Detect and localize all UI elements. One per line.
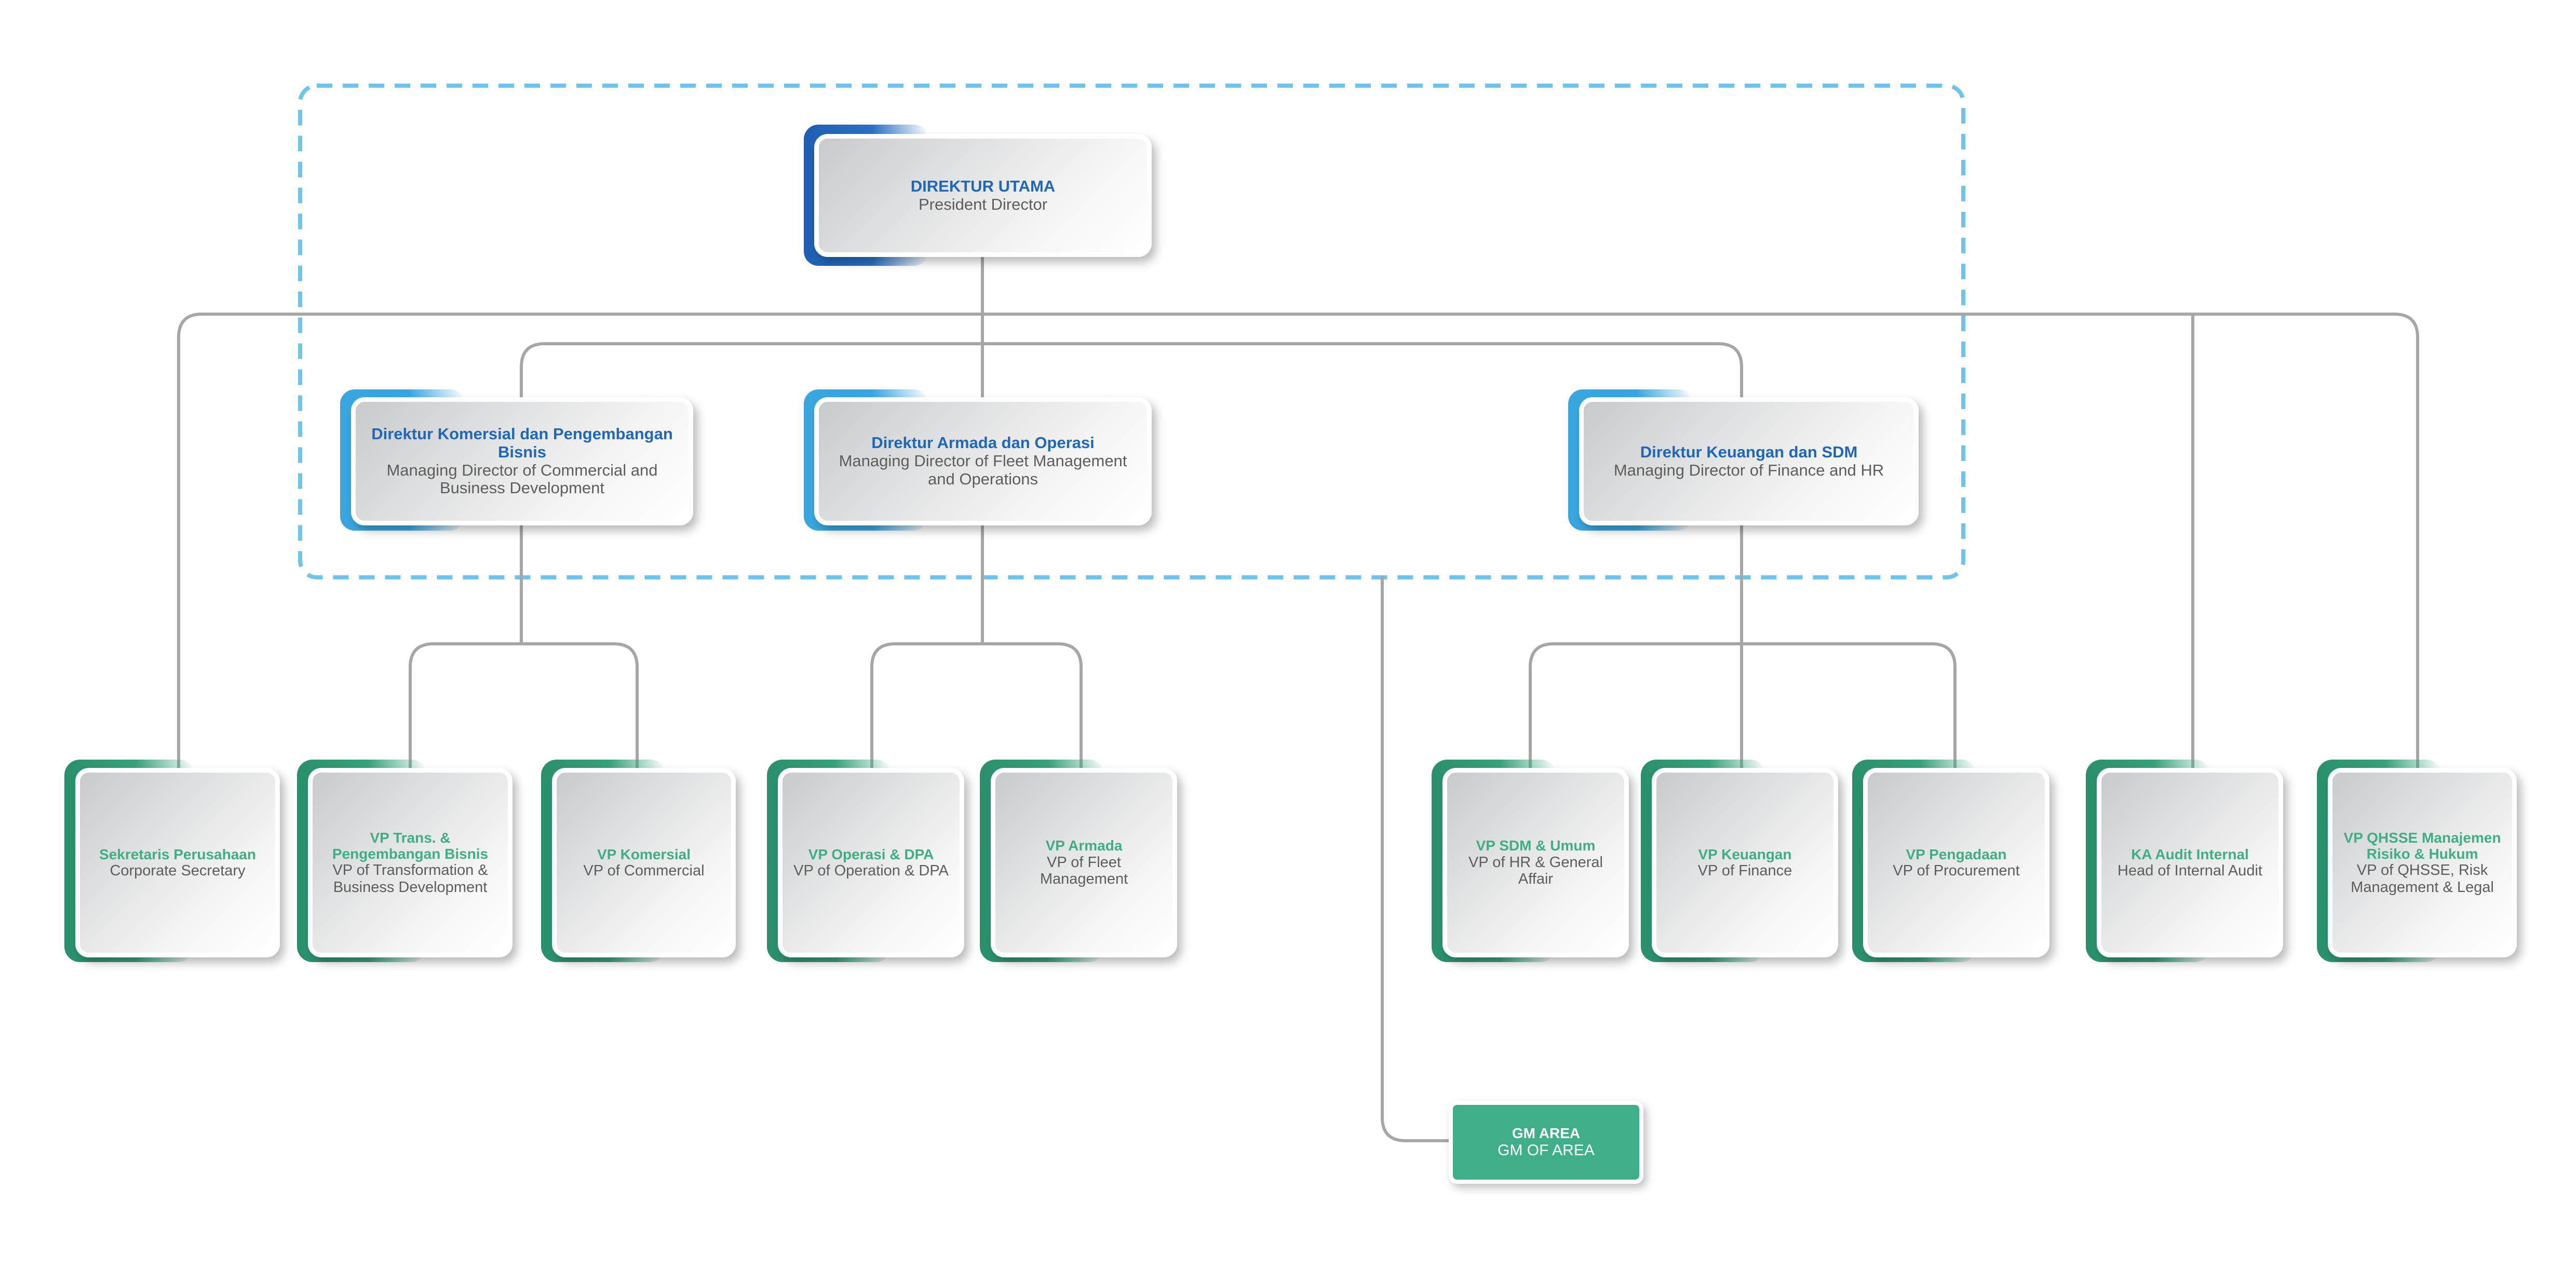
director-finance-title: Direktur Keuangan dan SDM [1640, 442, 1858, 461]
connector-commercial-vps [409, 520, 639, 770]
unit-vp-sdm-subtitle: VP of HR & General Affair [1468, 854, 1603, 888]
president-card: DIREKTUR UTAMA President Director [814, 134, 1152, 257]
unit-vp-komersial-card: VP Komersial VP of Commercial [552, 768, 736, 957]
director-finance-subtitle: Managing Director of Finance and HR [1613, 461, 1884, 479]
board-of-directors-boundary [298, 84, 1965, 579]
director-finance-card: Direktur Keuangan dan SDM Managing Direc… [1579, 397, 1919, 525]
unit-audit-internal-card: KA Audit Internal Head of Internal Audit [2097, 768, 2283, 957]
president-director-node: DIREKTUR UTAMA President Director [804, 125, 1152, 266]
director-commercial-node: Direktur Komersial dan Pengembangan Bisn… [340, 389, 693, 531]
unit-vp-keuangan-card: VP Keuangan VP of Finance [1652, 768, 1838, 957]
unit-audit-internal: KA Audit Internal Head of Internal Audit [2086, 760, 2283, 962]
unit-vp-pengadaan-subtitle: VP of Procurement [1893, 862, 2020, 879]
unit-audit-internal-subtitle: Head of Internal Audit [2118, 862, 2262, 879]
unit-vp-qhsse-subtitle: VP of QHSSE, Risk Management & Legal [2351, 862, 2494, 896]
unit-vp-armada-card: VP Armada VP of Fleet Management [991, 768, 1177, 957]
unit-vp-trans-title: VP Trans. & Pengembangan Bisnis [332, 829, 489, 862]
connector-finance-vps [1529, 520, 1957, 770]
connector-main-bus [177, 313, 2419, 770]
connector-director-bus [520, 342, 1743, 399]
unit-vp-sdm-title: VP SDM & Umum [1476, 837, 1596, 854]
gm-area-node: GM AREA GM OF AREA [1449, 1101, 1643, 1184]
director-commercial-card: Direktur Komersial dan Pengembangan Bisn… [351, 397, 693, 525]
unit-vp-trans-subtitle: VP of Transformation & Business Developm… [332, 862, 488, 896]
unit-vp-keuangan: VP Keuangan VP of Finance [1641, 760, 1838, 962]
unit-vp-sdm-card: VP SDM & Umum VP of HR & General Affair [1442, 768, 1629, 957]
president-subtitle: President Director [918, 195, 1048, 213]
gm-area-subtitle: GM OF AREA [1498, 1141, 1595, 1159]
director-finance-node: Direktur Keuangan dan SDM Managing Direc… [1568, 389, 1919, 531]
gm-area-title: GM AREA [1512, 1125, 1581, 1141]
unit-vp-komersial: VP Komersial VP of Commercial [541, 760, 736, 962]
unit-vp-operasi: VP Operasi & DPA VP of Operation & DPA [767, 760, 964, 962]
director-fleet-node: Direktur Armada dan Operasi Managing Dir… [804, 389, 1152, 531]
director-commercial-subtitle: Managing Director of Commercial and Busi… [386, 461, 658, 497]
unit-vp-armada: VP Armada VP of Fleet Management [980, 760, 1177, 962]
unit-audit-internal-title: KA Audit Internal [2131, 846, 2249, 862]
connector-fleet-vps [870, 642, 1083, 770]
director-commercial-title: Direktur Komersial dan Pengembangan Bisn… [371, 425, 673, 461]
unit-corporate-secretary-card: Sekretaris Perusahaan Corporate Secretar… [75, 768, 280, 957]
unit-vp-keuangan-title: VP Keuangan [1698, 846, 1792, 862]
unit-vp-keuangan-subtitle: VP of Finance [1697, 862, 1792, 879]
unit-corporate-secretary-subtitle: Corporate Secretary [110, 862, 246, 879]
president-title: DIREKTUR UTAMA [910, 177, 1056, 195]
director-fleet-subtitle: Managing Director of Fleet Management an… [839, 452, 1127, 488]
unit-vp-trans-card: VP Trans. & Pengembangan Bisnis VP of Tr… [308, 768, 512, 957]
unit-vp-operasi-title: VP Operasi & DPA [808, 846, 934, 862]
unit-vp-qhsse-title: VP QHSSE Manajemen Risiko & Hukum [2343, 829, 2501, 862]
unit-vp-qhsse: VP QHSSE Manajemen Risiko & Hukum VP of … [2317, 760, 2517, 962]
unit-corporate-secretary-title: Sekretaris Perusahaan [99, 846, 256, 862]
unit-vp-pengadaan-title: VP Pengadaan [1906, 846, 2007, 862]
unit-vp-sdm: VP SDM & Umum VP of HR & General Affair [1432, 760, 1629, 962]
unit-vp-operasi-subtitle: VP of Operation & DPA [793, 862, 949, 879]
unit-vp-qhsse-card: VP QHSSE Manajemen Risiko & Hukum VP of … [2328, 768, 2517, 957]
unit-vp-trans: VP Trans. & Pengembangan Bisnis VP of Tr… [297, 760, 512, 962]
unit-vp-pengadaan-card: VP Pengadaan VP of Procurement [1863, 768, 2049, 957]
unit-vp-armada-title: VP Armada [1045, 837, 1123, 854]
unit-vp-armada-subtitle: VP of Fleet Management [1040, 854, 1128, 888]
director-fleet-card: Direktur Armada dan Operasi Managing Dir… [814, 397, 1152, 525]
unit-vp-komersial-title: VP Komersial [597, 846, 691, 862]
unit-corporate-secretary: Sekretaris Perusahaan Corporate Secretar… [64, 760, 280, 962]
unit-vp-komersial-subtitle: VP of Commercial [583, 862, 705, 879]
unit-vp-pengadaan: VP Pengadaan VP of Procurement [1852, 760, 2049, 962]
connector-gm-area [1381, 576, 1455, 1142]
director-fleet-title: Direktur Armada dan Operasi [871, 434, 1095, 452]
unit-vp-operasi-card: VP Operasi & DPA VP of Operation & DPA [778, 768, 964, 957]
